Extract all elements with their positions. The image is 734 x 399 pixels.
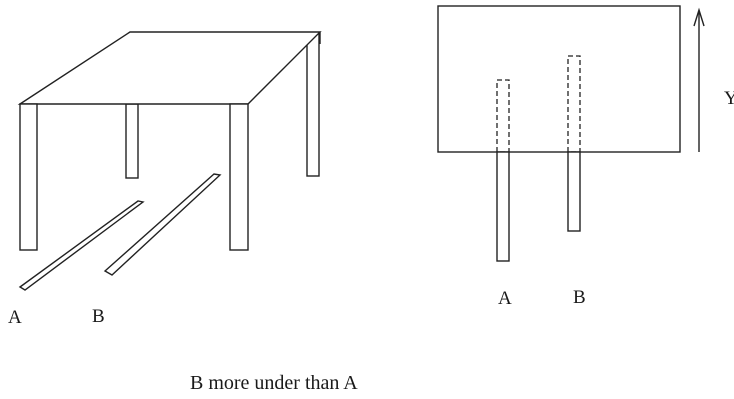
stick-b-label-right: B [573, 287, 586, 308]
stick-b-label-left: B [92, 306, 105, 327]
stick-a-visible-part [496, 151, 510, 262]
table-leg-front-left [19, 103, 38, 251]
stick-a-hidden-part [496, 79, 510, 153]
table-leg-back-right [306, 33, 320, 177]
y-axis-label: Y [724, 88, 734, 109]
stick-b-visible-part [567, 151, 581, 232]
stick-b-perspective [103, 173, 222, 276]
stick-a-perspective [18, 200, 145, 291]
table-leg-back-left [125, 103, 139, 179]
table-top-outline [437, 5, 681, 153]
stick-a-label-left: A [8, 307, 22, 328]
stick-b-hidden-part [567, 55, 581, 153]
perspective-view: A B [8, 31, 322, 328]
table-leg-front-right [229, 103, 249, 251]
table-top [17, 31, 322, 105]
diagram-caption: B more under than A [190, 372, 358, 394]
stick-a-label-right: A [498, 288, 512, 309]
top-view: A B Y [437, 5, 734, 309]
y-axis-arrowhead-icon [693, 7, 705, 27]
